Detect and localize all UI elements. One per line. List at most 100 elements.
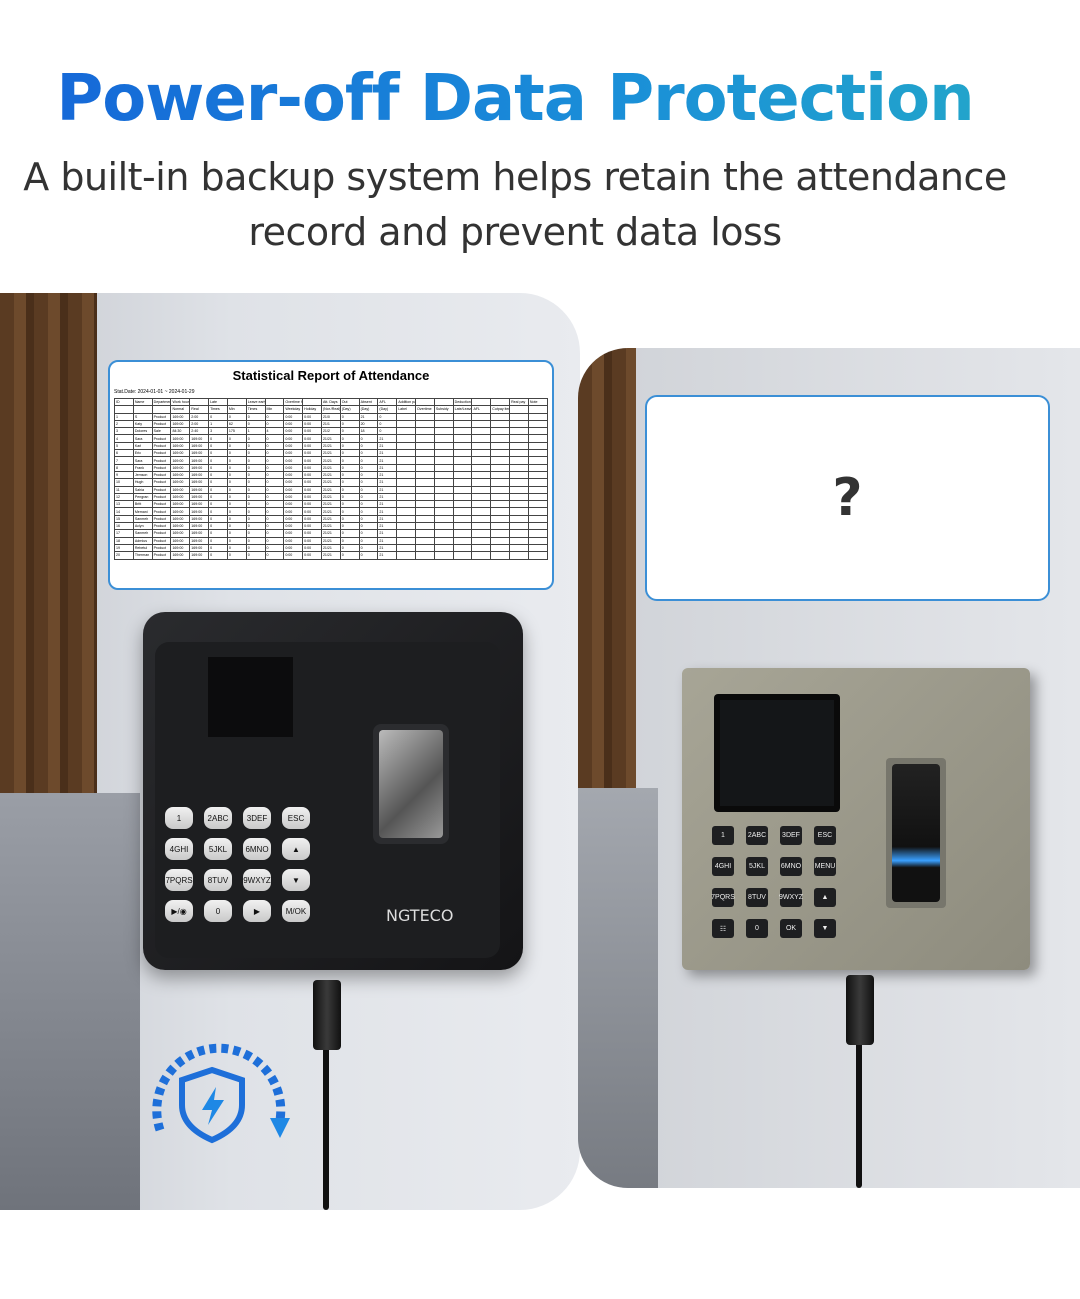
table-cell: 0 <box>264 485 285 494</box>
table-cell: 0:00 <box>283 427 304 436</box>
key-button[interactable]: ▶ <box>243 900 271 922</box>
table-cell <box>396 441 416 451</box>
key-button[interactable]: 9WXYZ <box>779 888 803 907</box>
table-cell: 21/21 <box>320 529 341 538</box>
screen <box>208 657 293 737</box>
table-cell <box>433 522 454 531</box>
table-cell: 20 <box>114 551 134 560</box>
key-button[interactable]: ☷ <box>712 919 734 938</box>
key-button[interactable]: 0 <box>204 900 232 922</box>
key-button[interactable]: 8TUV <box>746 888 768 907</box>
attendance-report: Statistical Report of Attendance Stat.Da… <box>108 360 554 590</box>
table-cell: 0:00 <box>283 492 304 502</box>
key-button[interactable]: MENU <box>814 857 836 876</box>
table-cell <box>509 529 529 538</box>
table-cell: 21 <box>377 507 398 516</box>
key-button[interactable]: 6MNO <box>780 857 802 876</box>
table-cell: Sanmeh <box>132 529 153 538</box>
table-cell <box>509 441 529 451</box>
key-button[interactable]: ESC <box>282 807 310 829</box>
table-cell: 0 <box>264 507 285 516</box>
table-cell: 0:00 <box>283 463 304 472</box>
table-cell: 169:00 <box>170 514 191 524</box>
table-cell <box>452 434 473 443</box>
table-cell <box>396 419 416 429</box>
table-cell <box>415 492 435 502</box>
key-button[interactable]: 6MNO <box>243 838 271 860</box>
table-cell <box>490 397 511 407</box>
key-button[interactable]: 7PQRS <box>711 888 735 907</box>
table-cell: 0 <box>245 412 266 421</box>
table-cell <box>433 412 454 421</box>
table-cell: Subsidy <box>433 405 454 414</box>
table-cell <box>452 478 473 487</box>
key-button[interactable]: 0 <box>746 919 768 938</box>
table-cell: Product <box>151 419 172 429</box>
table-cell <box>415 397 435 407</box>
subtitle-line-1: A built-in backup system helps retain th… <box>23 155 1007 199</box>
table-cell <box>396 412 416 421</box>
table-cell: 175 <box>226 427 247 436</box>
key-button[interactable]: ▼ <box>282 869 310 891</box>
key-button[interactable]: 1 <box>712 826 734 845</box>
table-cell: 0 <box>245 492 266 502</box>
key-button[interactable]: ▶/◉ <box>165 900 193 922</box>
table-cell <box>527 551 549 560</box>
table-cell: 169:00 <box>170 434 191 443</box>
table-cell: 0 <box>339 470 360 480</box>
table-cell: 0:00 <box>302 470 322 480</box>
table-cell <box>415 427 435 436</box>
key-button[interactable]: 5JKL <box>204 838 232 860</box>
key-button[interactable]: ▼ <box>814 919 836 938</box>
key-button[interactable]: 4GHI <box>165 838 193 860</box>
key-button[interactable]: OK <box>780 919 802 938</box>
table-cell: ID <box>114 397 134 407</box>
table-cell: 0:00 <box>302 485 322 494</box>
table-cell <box>433 478 454 487</box>
table-cell: 21 <box>377 434 398 443</box>
key-button[interactable]: 3DEF <box>243 807 271 829</box>
table-cell <box>490 500 511 509</box>
table-cell: 169:00 <box>170 412 191 421</box>
fingerprint-sensor <box>886 758 946 908</box>
key-button[interactable]: 2ABC <box>204 807 232 829</box>
table-cell <box>396 434 416 443</box>
key-button[interactable]: 7PQRS <box>165 869 193 891</box>
table-cell: 0 <box>226 536 247 545</box>
key-button[interactable]: 5JKL <box>746 857 768 876</box>
key-button[interactable]: 4GHI <box>712 857 734 876</box>
table-cell <box>527 522 549 531</box>
table-cell: 0:00 <box>283 536 304 545</box>
key-button[interactable]: 1 <box>165 807 193 829</box>
table-cell <box>509 500 529 509</box>
table-cell: 21 <box>377 514 398 524</box>
key-button[interactable]: 8TUV <box>204 869 232 891</box>
table-cell: 17 <box>114 529 134 538</box>
table-cell: Leave early <box>245 397 266 407</box>
key-button[interactable]: ▲ <box>282 838 310 860</box>
key-button[interactable]: ESC <box>814 826 836 845</box>
table-cell: 1 <box>245 427 266 436</box>
key-button[interactable]: 3DEF <box>780 826 802 845</box>
table-cell: 0 <box>264 456 285 465</box>
key-button[interactable]: 2ABC <box>746 826 768 845</box>
table-cell: 0 <box>226 529 247 538</box>
key-button[interactable]: 9WXYZ <box>243 869 271 891</box>
table-cell: 5 <box>114 441 134 451</box>
table-cell <box>509 419 529 429</box>
table-cell: 0 <box>245 551 266 560</box>
table-cell: 0:00 <box>283 478 304 487</box>
table-cell: Overtime <box>415 405 435 414</box>
table-cell: 9 <box>114 470 134 480</box>
table-cell: 0 <box>245 441 266 451</box>
table-cell: 0 <box>208 551 228 560</box>
table-cell: 0 <box>226 441 247 451</box>
table-cell: 18 <box>358 427 379 436</box>
key-button[interactable]: ▲ <box>814 888 836 907</box>
table-cell: 0 <box>377 419 398 429</box>
table-cell <box>452 536 473 545</box>
table-cell: 21 <box>377 492 398 502</box>
key-button[interactable]: M/OK <box>282 900 310 922</box>
